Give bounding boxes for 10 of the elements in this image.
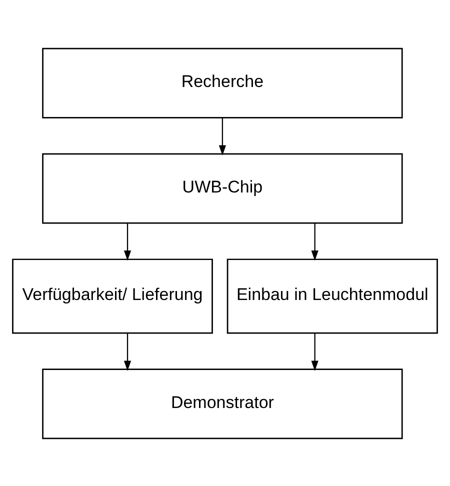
arrow — [124, 332, 132, 371]
node-box: UWB-Chip — [42, 152, 403, 224]
node-box: Recherche — [42, 47, 403, 118]
arrow — [311, 222, 318, 260]
arrow — [218, 117, 226, 155]
node-box: Einbau in Leuchtenmodul — [226, 258, 438, 334]
arrow — [311, 332, 318, 371]
node-box: Demonstrator — [42, 368, 403, 439]
node-box: Verfügbarkeit/ Lieferung — [12, 258, 213, 334]
arrow — [124, 222, 132, 260]
